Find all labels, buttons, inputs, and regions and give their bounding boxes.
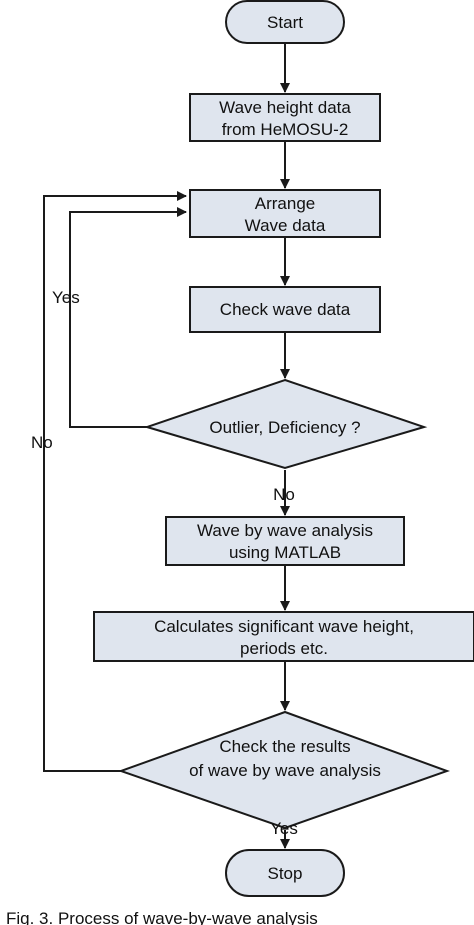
calculates-label: Calculates significant wave height, [154, 617, 414, 636]
wave-by-wave-label: Wave by wave analysis [197, 521, 373, 540]
outlier-decision-shape [143, 378, 428, 470]
arrange-node: Arrange Wave data [189, 189, 381, 238]
arrange-shape [189, 189, 381, 238]
wave-by-wave-label-line2: using MATLAB [229, 543, 341, 562]
start-shape [225, 0, 345, 44]
arrange-label: Arrange [255, 194, 315, 213]
stop-label: Stop [268, 864, 303, 883]
arrange-label-line2: Wave data [245, 216, 326, 235]
wave-by-wave-shape [165, 516, 405, 566]
calculates-label-line2: periods etc. [240, 639, 328, 658]
check-results-shape [118, 710, 450, 830]
check-wave-data-shape [189, 286, 381, 333]
calculates-node: Calculates significant wave height, peri… [93, 611, 474, 662]
check-results-label: Check the results [219, 737, 350, 756]
outlier-no-label: No [273, 485, 295, 504]
check-wave-data-label: Check wave data [220, 300, 351, 319]
check-results-node: Check the results of wave by wave analys… [118, 710, 450, 830]
results-no-label: No [31, 433, 53, 452]
arrow-yes-loop [69, 207, 187, 428]
connectors [43, 44, 290, 849]
calculates-shape [93, 611, 474, 662]
arrow-no-loop [43, 191, 187, 772]
wave-height-data-node: Wave height data from HeMOSU-2 [189, 93, 381, 142]
outlier-decision-label: Outlier, Deficiency ? [209, 418, 360, 437]
wave-by-wave-node: Wave by wave analysis using MATLAB [165, 516, 405, 566]
outlier-yes-label: Yes [52, 288, 80, 307]
wave-height-data-label: Wave height data [219, 98, 351, 117]
stop-node: Stop [225, 849, 345, 897]
wave-height-data-shape [189, 93, 381, 142]
results-yes-label: Yes [270, 819, 298, 838]
start-node: Start [225, 0, 345, 44]
figure-caption: Fig. 3. Process of wave-by-wave analysis [6, 909, 318, 925]
check-results-label-line2: of wave by wave analysis [189, 761, 381, 780]
wave-height-data-label-line2: from HeMOSU-2 [222, 120, 349, 139]
outlier-decision-node: Outlier, Deficiency ? [143, 378, 428, 470]
stop-shape [225, 849, 345, 897]
check-wave-data-node: Check wave data [189, 286, 381, 333]
start-label: Start [267, 13, 303, 32]
